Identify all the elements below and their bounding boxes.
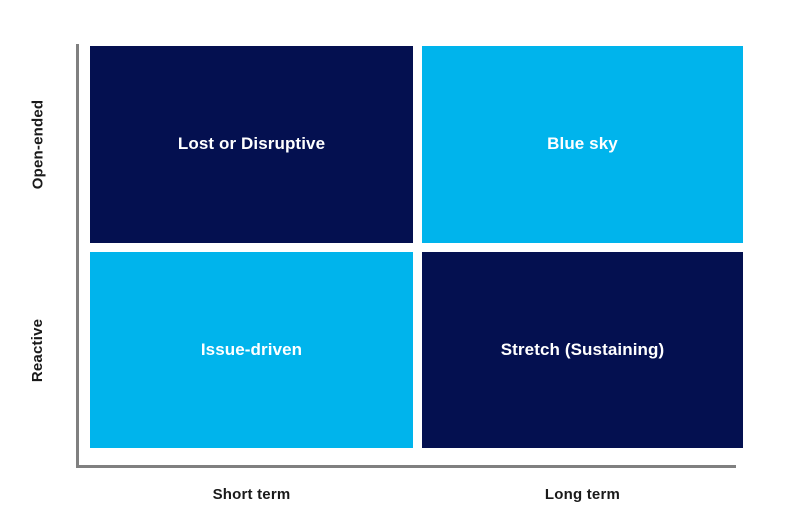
- quadrant-bottom-right-label: Stretch (Sustaining): [500, 339, 665, 359]
- quadrant-top-right[interactable]: Blue sky: [422, 46, 743, 243]
- quadrant-top-left[interactable]: Lost or Disruptive: [90, 46, 413, 243]
- y-axis-label-reactive-text: Reactive: [29, 318, 47, 382]
- quadrant-bottom-right[interactable]: Stretch (Sustaining): [422, 252, 743, 448]
- y-axis-label-reactive: Reactive: [0, 252, 76, 448]
- quadrant-bottom-left[interactable]: Issue-driven: [90, 252, 413, 448]
- y-axis-label-open-ended-text: Open-ended: [29, 99, 47, 190]
- quadrant-top-left-label: Lost or Disruptive: [177, 134, 326, 154]
- x-axis-label-long-term: Long term: [544, 485, 621, 503]
- x-axis-label-short-term: Short term: [212, 485, 291, 503]
- y-axis-label-open-ended: Open-ended: [0, 46, 76, 243]
- y-axis-line: [76, 44, 79, 468]
- x-axis-line: [76, 465, 736, 468]
- quadrant-grid: Lost or Disruptive Blue sky Issue-driven…: [90, 46, 743, 448]
- quadrant-top-right-label: Blue sky: [547, 134, 618, 154]
- quadrant-bottom-left-label: Issue-driven: [200, 339, 303, 359]
